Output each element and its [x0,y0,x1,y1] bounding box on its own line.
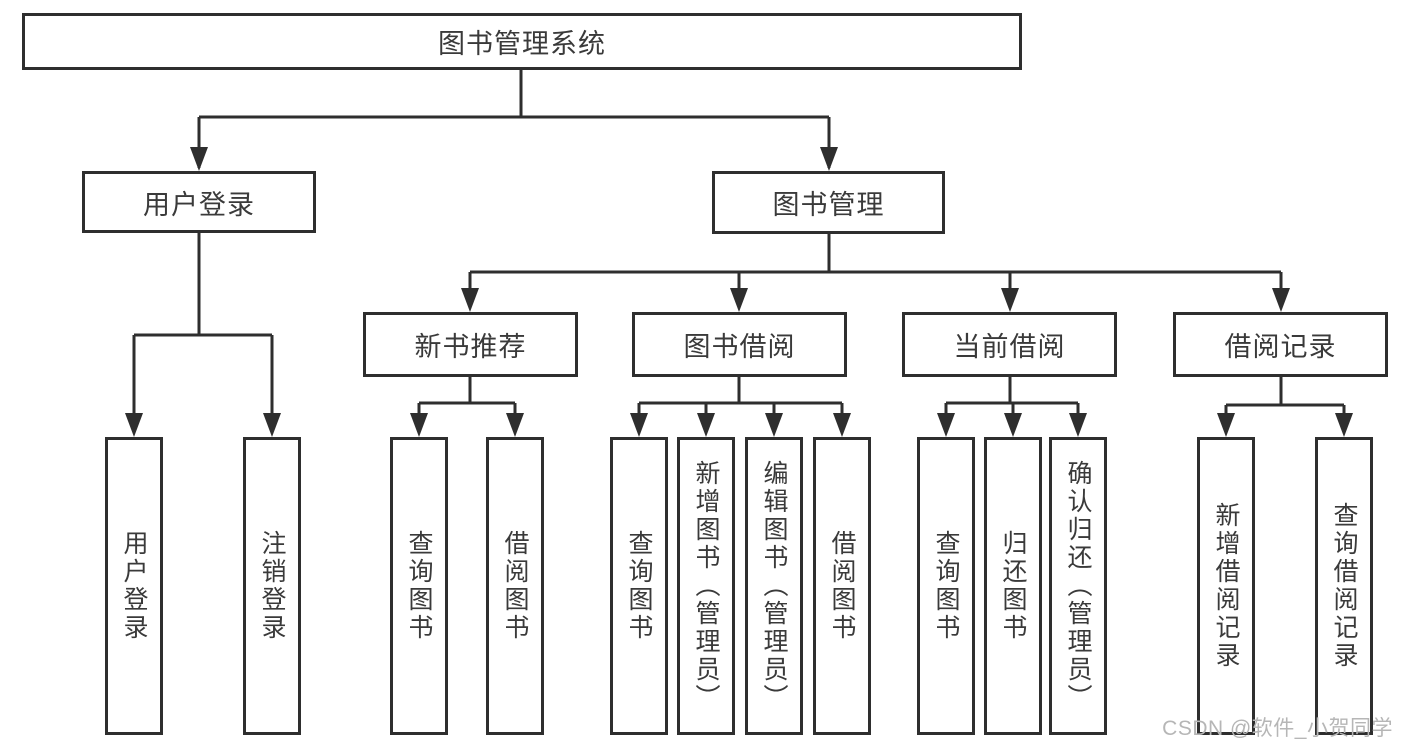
node-user-login: 用户登录 [82,171,316,233]
leaf-borrow-books-recommend: 借阅图书 [486,437,544,735]
leaf-query-books-recommend: 查询图书 [390,437,448,735]
leaf-logout-label: 注销登录 [258,530,286,642]
leaf-logout: 注销登录 [243,437,301,735]
leaf-confirm-return-admin: 确认归还（管理员） [1049,437,1107,735]
node-user-login-label: 用户登录 [143,189,255,220]
node-book-management-label: 图书管理 [772,190,885,220]
leaf-add-borrow-record-label: 新增借阅记录 [1212,502,1240,670]
leaf-query-borrow-record-label: 查询借阅记录 [1330,502,1358,670]
node-book-borrowing-label: 图书借阅 [683,332,796,362]
node-new-book-recommendation: 新书推荐 [363,312,578,377]
arrowheads [125,147,1353,437]
leaf-add-books-admin: 新增图书（管理员） [677,437,735,735]
leaf-return-books: 归还图书 [984,437,1042,735]
leaf-borrow-books-recommend-label: 借阅图书 [501,530,529,642]
leaf-borrow-books: 借阅图书 [813,437,871,735]
leaf-user-login-label: 用户登录 [120,530,148,642]
node-current-borrowing: 当前借阅 [902,312,1117,377]
leaf-edit-books-admin-label: 编辑图书（管理员） [760,460,788,712]
node-book-management: 图书管理 [712,171,945,234]
leaf-query-books-current: 查询图书 [917,437,975,735]
leaf-confirm-return-admin-label: 确认归还（管理员） [1064,460,1092,712]
leaf-query-borrow-record: 查询借阅记录 [1315,437,1373,735]
node-borrowing-records-label: 借阅记录 [1224,332,1337,362]
csdn-watermark: CSDN @软件_小贺同学 [1162,717,1393,740]
node-book-borrowing: 图书借阅 [632,312,847,377]
leaf-borrow-books-label: 借阅图书 [828,530,856,642]
leaf-add-books-admin-label: 新增图书（管理员） [692,460,720,712]
leaf-query-books-recommend-label: 查询图书 [405,530,433,642]
leaf-add-borrow-record: 新增借阅记录 [1197,437,1255,735]
leaf-query-books-borrowing: 查询图书 [610,437,668,735]
leaf-edit-books-admin: 编辑图书（管理员） [745,437,803,735]
leaf-query-books-current-label: 查询图书 [932,530,960,642]
node-new-book-recommendation-label: 新书推荐 [414,332,527,362]
node-root-system: 图书管理系统 [22,13,1022,70]
leaf-return-books-label: 归还图书 [999,530,1027,642]
leaf-user-login: 用户登录 [105,437,163,735]
node-current-borrowing-label: 当前借阅 [953,332,1066,362]
leaf-query-books-borrowing-label: 查询图书 [625,530,653,642]
node-root-label: 图书管理系统 [438,29,606,59]
node-borrowing-records: 借阅记录 [1173,312,1388,377]
